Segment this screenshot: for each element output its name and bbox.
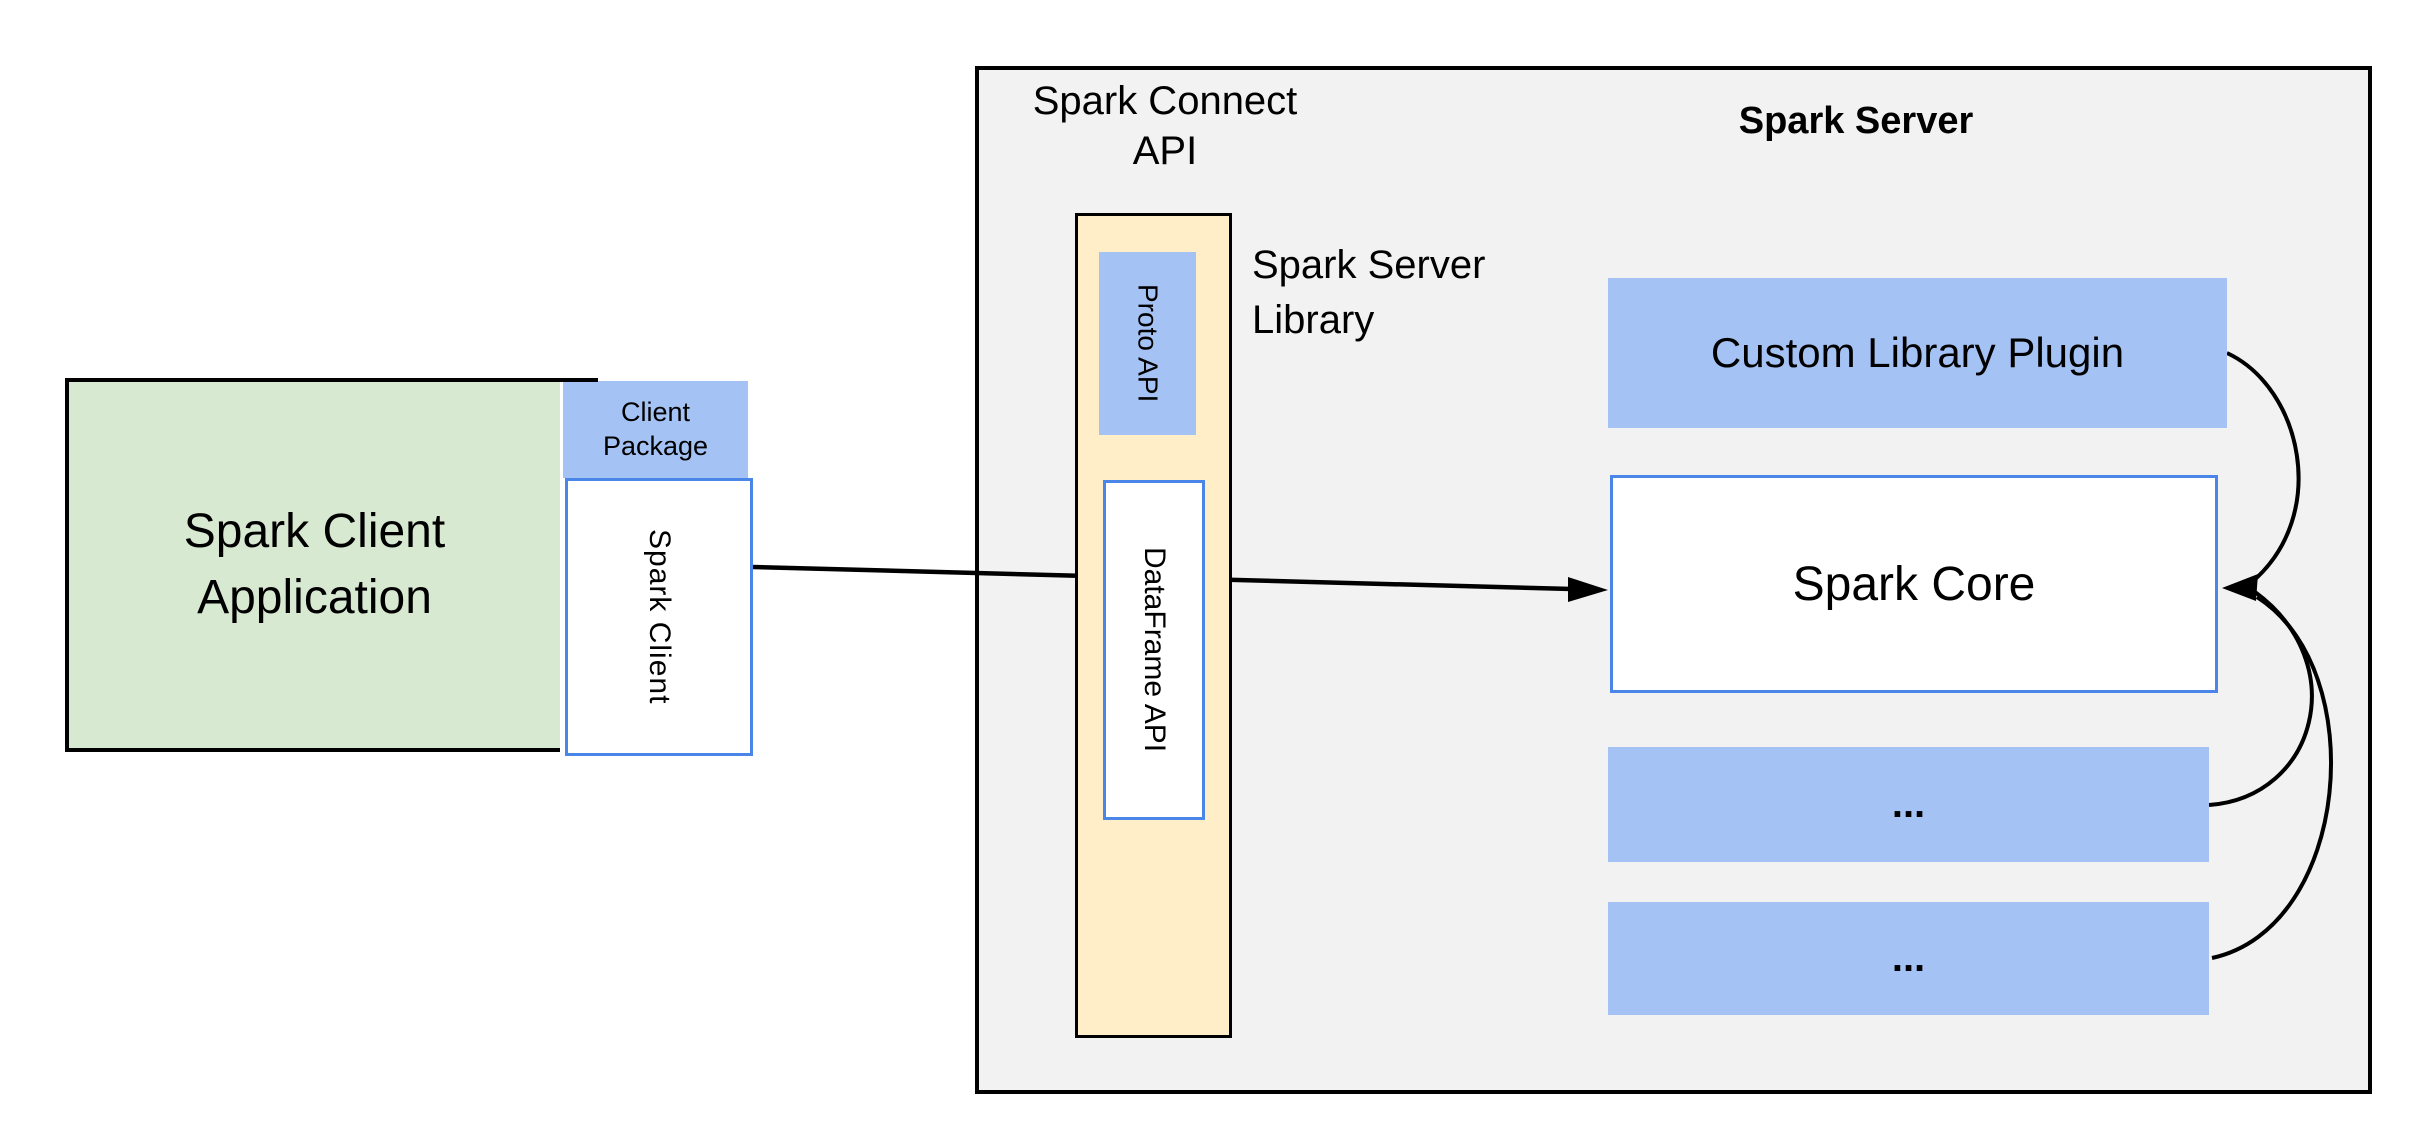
custom-library-plugin-label: Custom Library Plugin: [1710, 329, 2125, 376]
client-to-core-arrowhead: [1568, 577, 1608, 602]
spark-core-label: Spark Core: [1792, 557, 2036, 611]
plugin-placeholder-box-1: ...: [1608, 747, 2209, 862]
proto-api-box: Proto API: [1099, 252, 1196, 435]
proto-api-label: Proto API: [1132, 284, 1164, 403]
dataframe-api-label: DataFrame API: [1138, 547, 1171, 753]
client-package-box: Client Package: [563, 381, 748, 478]
spark-core-box: Spark Core: [1610, 475, 2218, 693]
plugin-placeholder-box-2: ...: [1608, 902, 2209, 1015]
spark-client-box: Spark Client: [565, 478, 753, 756]
spark-client-app-box: Spark Client Application: [65, 378, 560, 752]
plugin-to-core-arrow: [2226, 351, 2301, 584]
dataframe-api-box: DataFrame API: [1103, 480, 1205, 820]
spark-server-title: Spark Server: [1738, 100, 1974, 142]
client-package-label: Client Package: [602, 396, 709, 461]
spark-connect-api-label: Spark Connect API: [1032, 79, 1298, 174]
spark-client-label: Spark Client: [643, 529, 676, 705]
dots2-to-core-arrow: [2211, 595, 2333, 960]
green-box-border-overhang: [560, 378, 598, 382]
spark-server-library-label: Spark Server Library: [1252, 243, 1486, 343]
plugin-placeholder-label-1: ...: [1891, 782, 1926, 826]
spark-client-app-label: Spark Client Application: [183, 504, 446, 624]
dots1-to-core-arrow: [2208, 590, 2314, 807]
plugin-placeholder-label-2: ...: [1891, 936, 1926, 980]
core-left-arrowhead: [2222, 574, 2258, 601]
custom-library-plugin-box: Custom Library Plugin: [1608, 278, 2227, 428]
